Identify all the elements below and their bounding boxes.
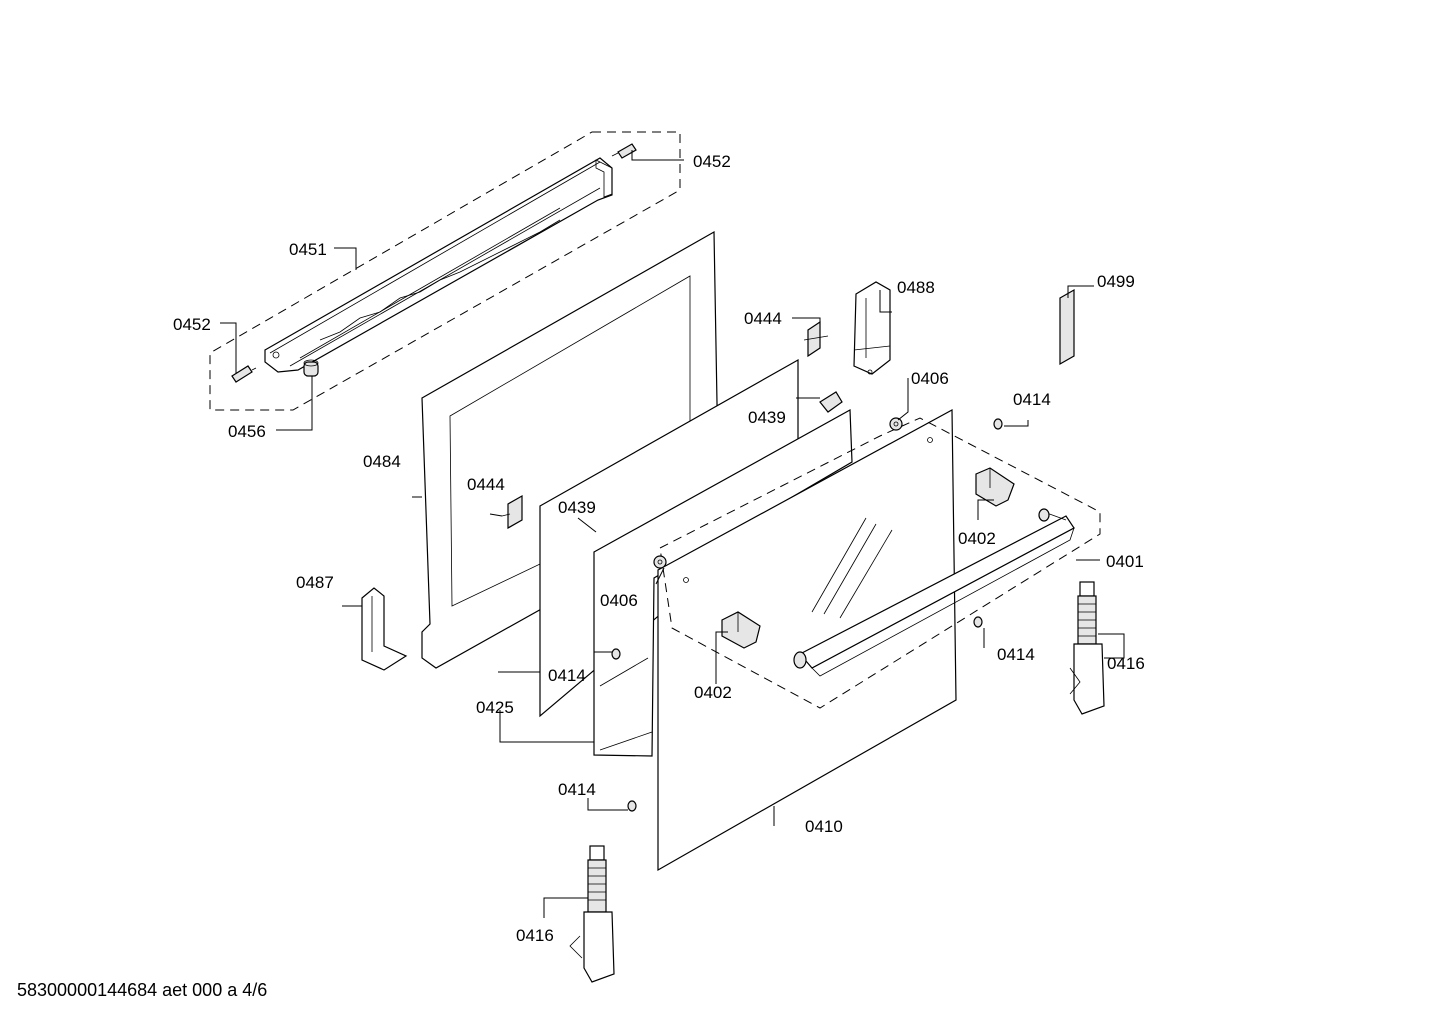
- label-0456: 0456: [228, 422, 266, 441]
- label-0414-d: 0414: [558, 780, 596, 799]
- label-0444-right: 0444: [744, 309, 782, 328]
- label-0414-b: 0414: [997, 645, 1035, 664]
- part-0439-bracket-right: [819, 391, 843, 413]
- label-0439-right: 0439: [748, 408, 786, 427]
- label-0402-right: 0402: [958, 529, 996, 548]
- label-0451: 0451: [289, 240, 327, 259]
- part-0402-endcap-right: [975, 467, 1015, 507]
- part-0452-pin-top: [611, 143, 637, 159]
- part-0456-bushing: [303, 359, 319, 377]
- label-0414-a: 0414: [1013, 390, 1051, 409]
- part-0410-outer-glass: [657, 408, 957, 872]
- label-0425: 0425: [476, 698, 514, 717]
- part-0451-top-trim: [209, 131, 681, 411]
- part-0401-handle-assembly: [659, 417, 1101, 709]
- part-0406-screw-right: [889, 417, 903, 431]
- part-labels: 0452 0451 0452 0456 0484 0444 0439 0487 …: [173, 152, 1145, 945]
- part-0414-screw-d: [627, 800, 637, 812]
- part-0444-clip-right: [803, 320, 829, 358]
- part-0414-screw-c: [611, 648, 621, 660]
- label-0452-left: 0452: [173, 315, 211, 334]
- label-0402-left: 0402: [694, 683, 732, 702]
- label-0410: 0410: [805, 817, 843, 836]
- label-0414-c: 0414: [548, 666, 586, 685]
- label-0444-left: 0444: [467, 475, 505, 494]
- part-0499-label: [1059, 288, 1075, 366]
- label-0452-top: 0452: [693, 152, 731, 171]
- part-0414-screw-a: [993, 418, 1003, 430]
- document-footer-id: 58300000144684 aet 000 a 4/6: [17, 980, 268, 1000]
- part-0452-pin-left: [231, 365, 257, 383]
- leader-lines: [220, 150, 1125, 918]
- part-0414-screw-b: [973, 616, 983, 628]
- part-0406-screw-left: [653, 555, 667, 569]
- label-0499: 0499: [1097, 272, 1135, 291]
- label-0416-left: 0416: [516, 926, 554, 945]
- part-0444-clip-left: [501, 494, 523, 530]
- label-0487: 0487: [296, 573, 334, 592]
- label-0401: 0401: [1106, 552, 1144, 571]
- label-0416-right: 0416: [1107, 654, 1145, 673]
- label-0406-right: 0406: [911, 369, 949, 388]
- part-0488-side-bracket: [853, 281, 891, 375]
- part-0416-hinge-left: [569, 845, 615, 983]
- label-0488: 0488: [897, 278, 935, 297]
- label-0484: 0484: [363, 452, 401, 471]
- part-0487-side-bracket: [361, 587, 408, 671]
- part-0402-endcap-left: [721, 611, 761, 649]
- label-0406-left: 0406: [600, 591, 638, 610]
- label-0439-left: 0439: [558, 498, 596, 517]
- part-0416-hinge-right: [1069, 581, 1105, 715]
